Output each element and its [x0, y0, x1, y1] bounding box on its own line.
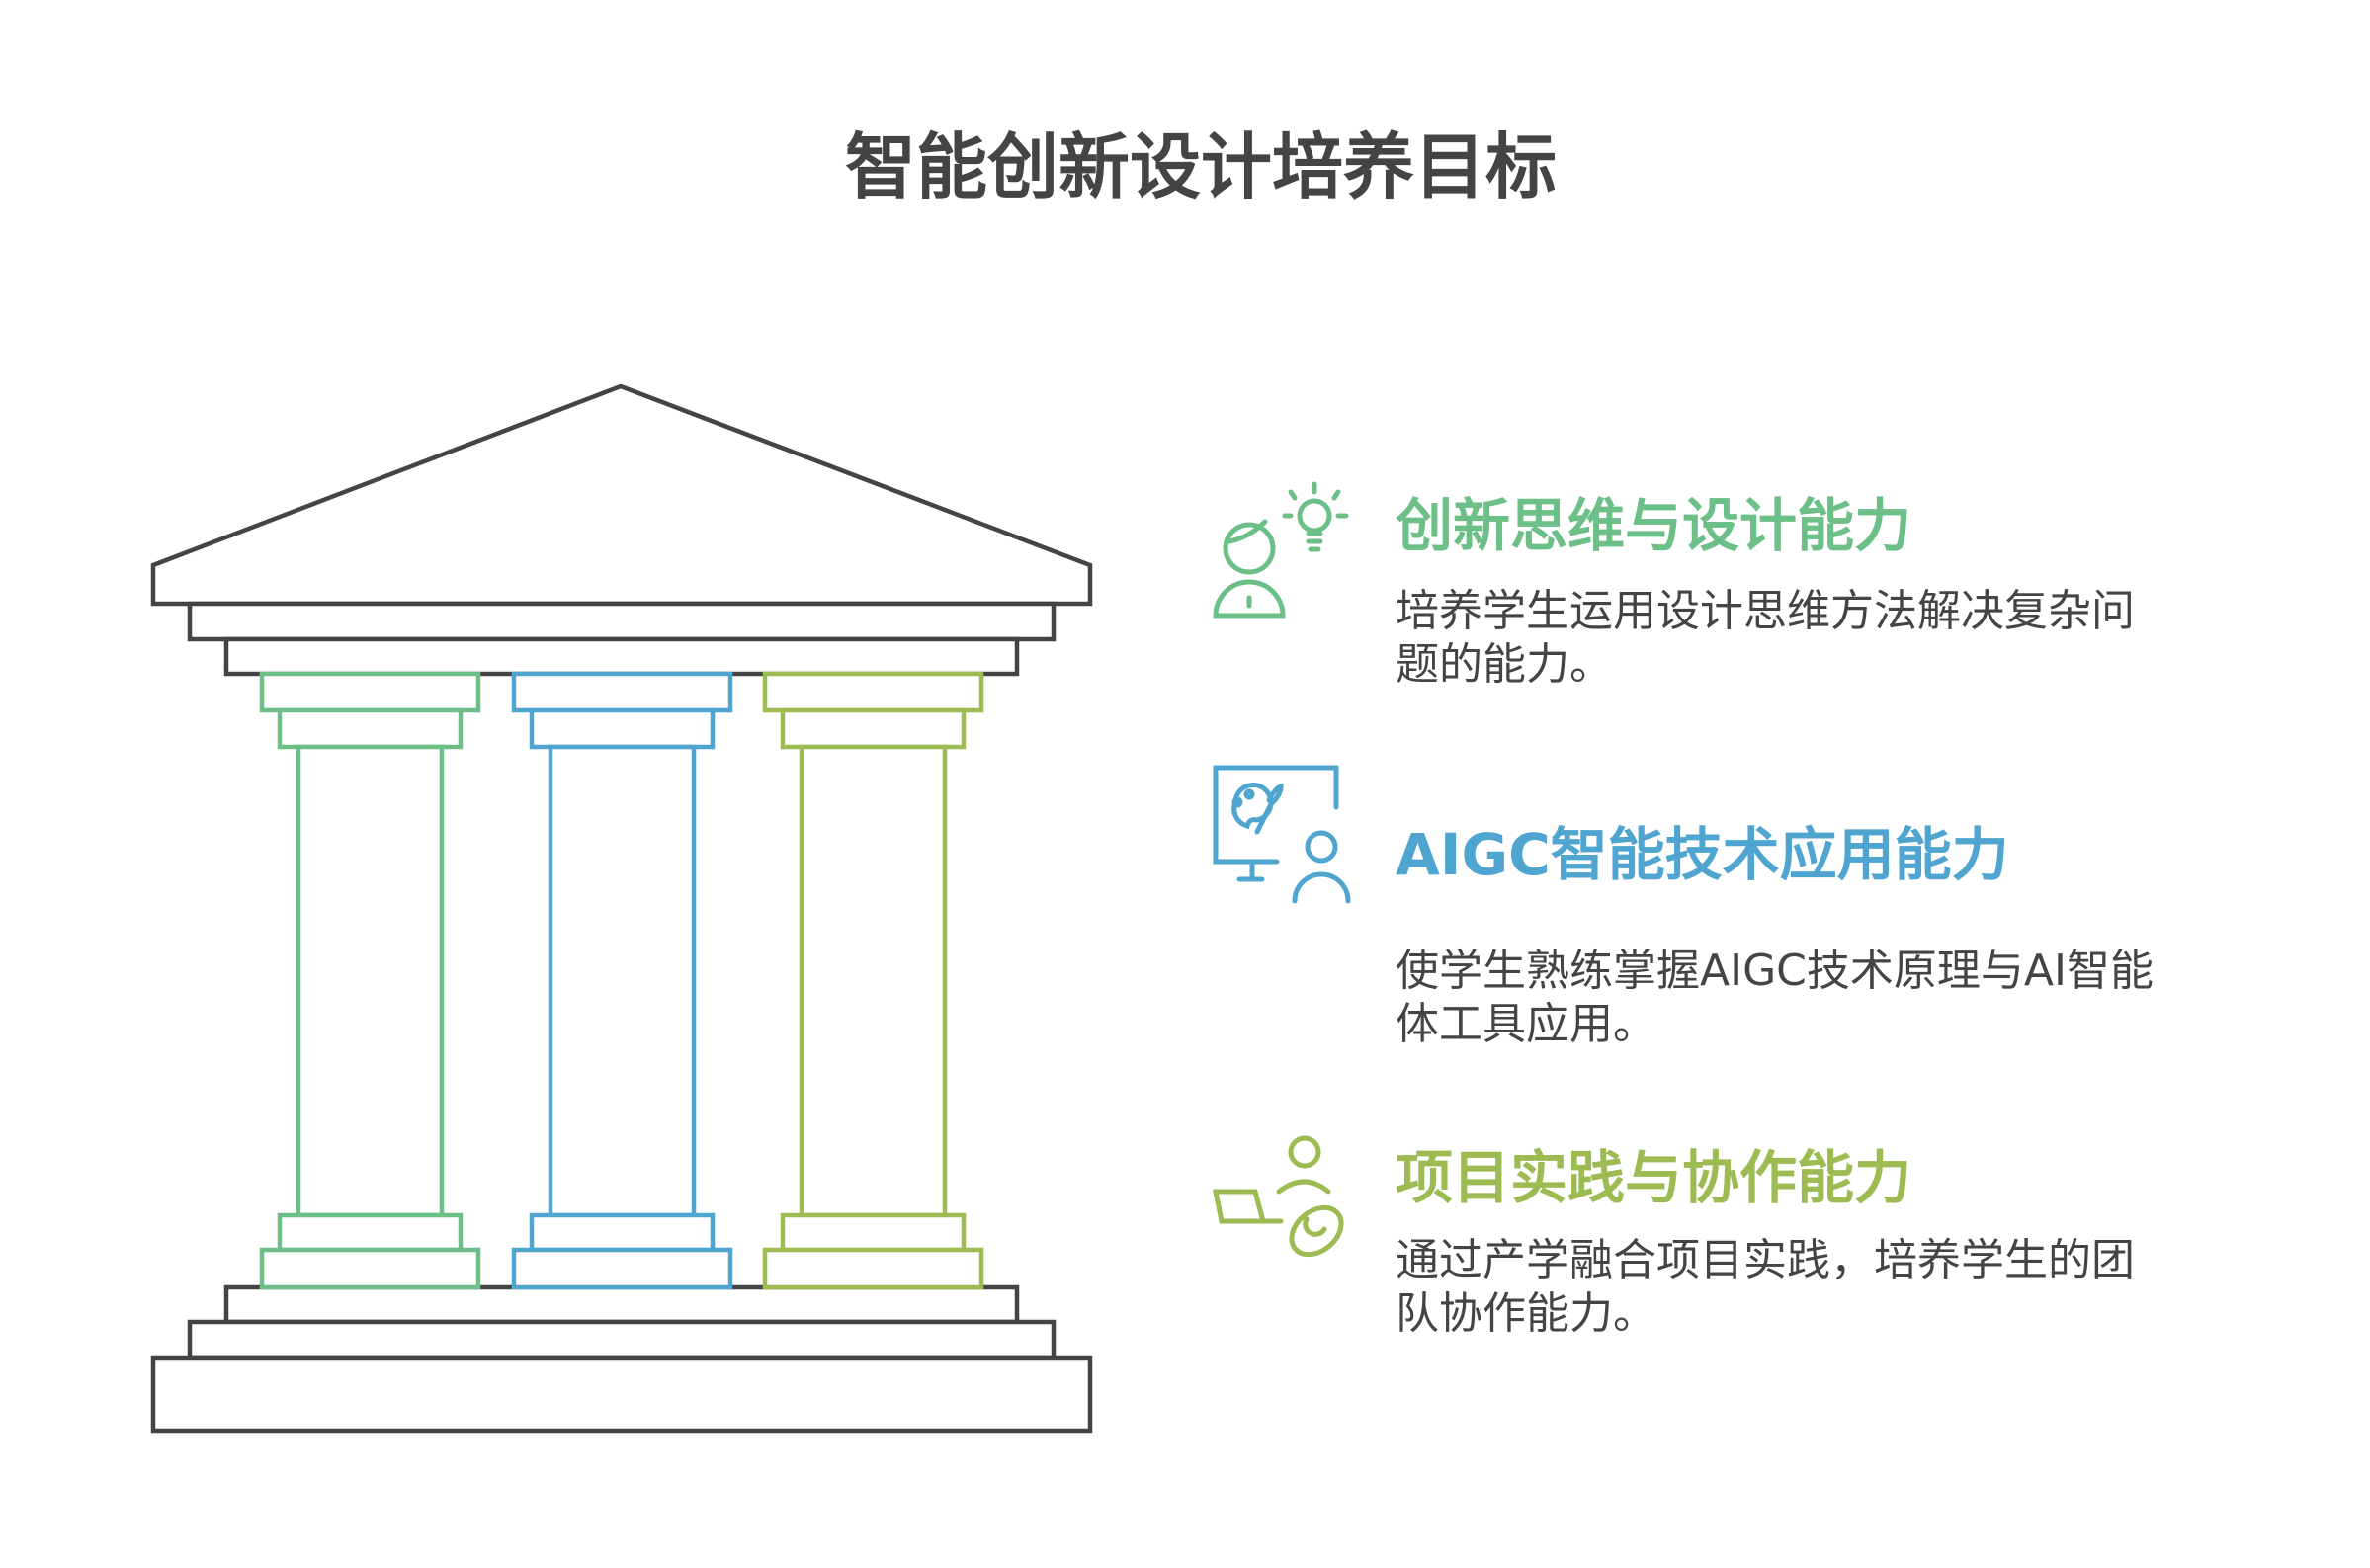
temple-base-step — [187, 1319, 1057, 1361]
temple-diagram — [150, 383, 1093, 1434]
pillar-olive — [762, 671, 984, 1290]
laptop-collaboration-icon — [1212, 1135, 1344, 1258]
pillar-heading: 项目实践与协作能力 — [1396, 1144, 1912, 1211]
pillar-heading: AIGC智能技术应用能力 — [1396, 821, 2009, 888]
pillar-description: 培养学生运用设计思维方法解决复杂问题的能力。 — [1396, 586, 2135, 690]
temple-roof-step — [187, 601, 1057, 642]
person-lightbulb-icon — [1213, 481, 1349, 619]
monitor-palette-person-icon — [1213, 765, 1351, 904]
pillar-description: 使学生熟练掌握AIGC技术原理与AI智能体工具应用。 — [1396, 946, 2154, 1049]
temple-roof-step — [223, 636, 1020, 677]
pillar-blue — [511, 671, 733, 1290]
pillar-green — [259, 671, 481, 1290]
temple-base-step — [150, 1355, 1093, 1434]
temple-base-step — [223, 1284, 1020, 1325]
temple-roof — [150, 383, 1093, 607]
page-title: 智能创新设计培养目标 — [844, 125, 1557, 208]
pillar-description: 通过产学融合项目实践，培养学生的团队协作能力。 — [1396, 1235, 2135, 1339]
pillar-heading: 创新思维与设计能力 — [1396, 492, 1912, 559]
